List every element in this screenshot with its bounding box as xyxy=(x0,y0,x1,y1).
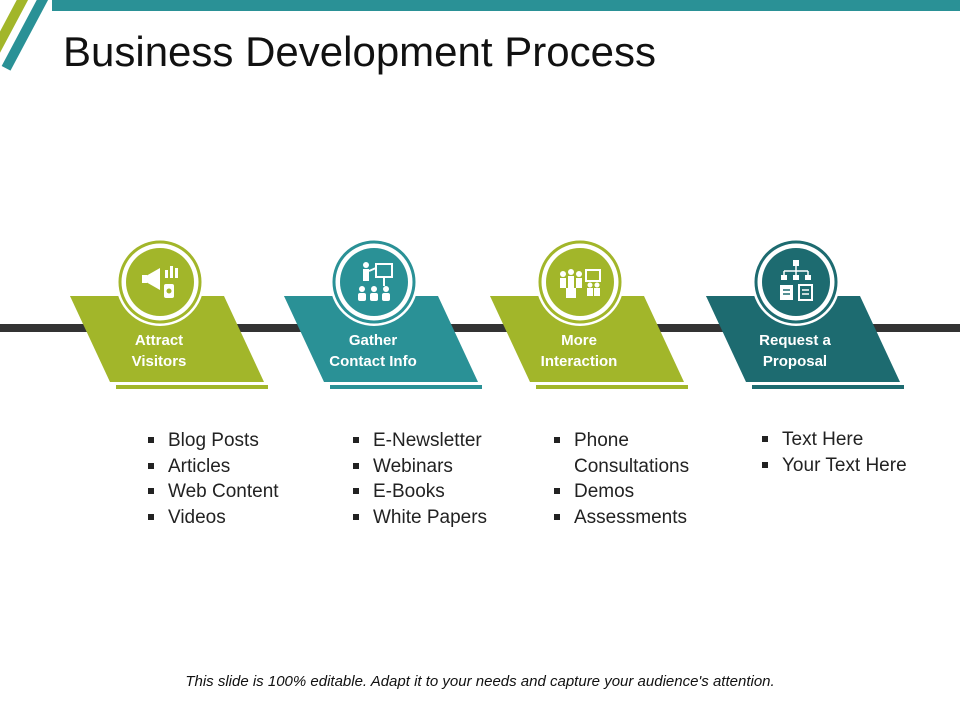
list-item: E-Books xyxy=(351,479,487,505)
presentation-icon xyxy=(332,240,416,324)
list-item: White Papers xyxy=(351,505,487,531)
list-item: Phone Consultations xyxy=(552,428,689,479)
footer-note: This slide is 100% editable. Adapt it to… xyxy=(185,673,775,690)
step-label: More Interaction xyxy=(540,332,618,370)
step-request-a-proposal: Request a Proposal xyxy=(680,236,920,396)
step-attract-visitors: Attract Visitors xyxy=(44,236,284,396)
org-chart-icon xyxy=(754,240,838,324)
list-item: E-Newsletter xyxy=(351,428,487,454)
step-shape xyxy=(706,238,904,389)
step-label: Request a Proposal xyxy=(759,332,831,370)
step-label: Gather Contact Info xyxy=(329,332,417,370)
list-item: Demos xyxy=(552,479,689,505)
page-title: Business Development Process xyxy=(63,28,656,75)
step-label: Attract Visitors xyxy=(131,332,187,370)
attract-visitors-list: Blog Posts Articles Web Content Videos xyxy=(146,428,279,530)
list-item: Videos xyxy=(146,505,279,531)
step-gather-contact-info: Gather Contact Info xyxy=(258,236,498,396)
process-timeline xyxy=(0,324,960,332)
list-item: Web Content xyxy=(146,479,279,505)
more-interaction-list: Phone Consultations Demos Assessments xyxy=(552,428,689,530)
top-accent-bar xyxy=(52,0,960,11)
gather-contact-info-list: E-Newsletter Webinars E-Books White Pape… xyxy=(351,428,487,530)
request-a-proposal-list: Text Here Your Text Here xyxy=(760,427,907,478)
list-item: Webinars xyxy=(351,454,487,480)
list-item: Text Here xyxy=(760,427,907,453)
list-item: Blog Posts xyxy=(146,428,279,454)
meeting-icon xyxy=(538,240,622,324)
step-more-interaction: More Interaction xyxy=(464,236,704,396)
step-shape xyxy=(284,238,482,389)
list-item: Your Text Here xyxy=(760,453,907,479)
list-item: Articles xyxy=(146,454,279,480)
list-item: Assessments xyxy=(552,505,689,531)
megaphone-icon xyxy=(118,240,202,324)
